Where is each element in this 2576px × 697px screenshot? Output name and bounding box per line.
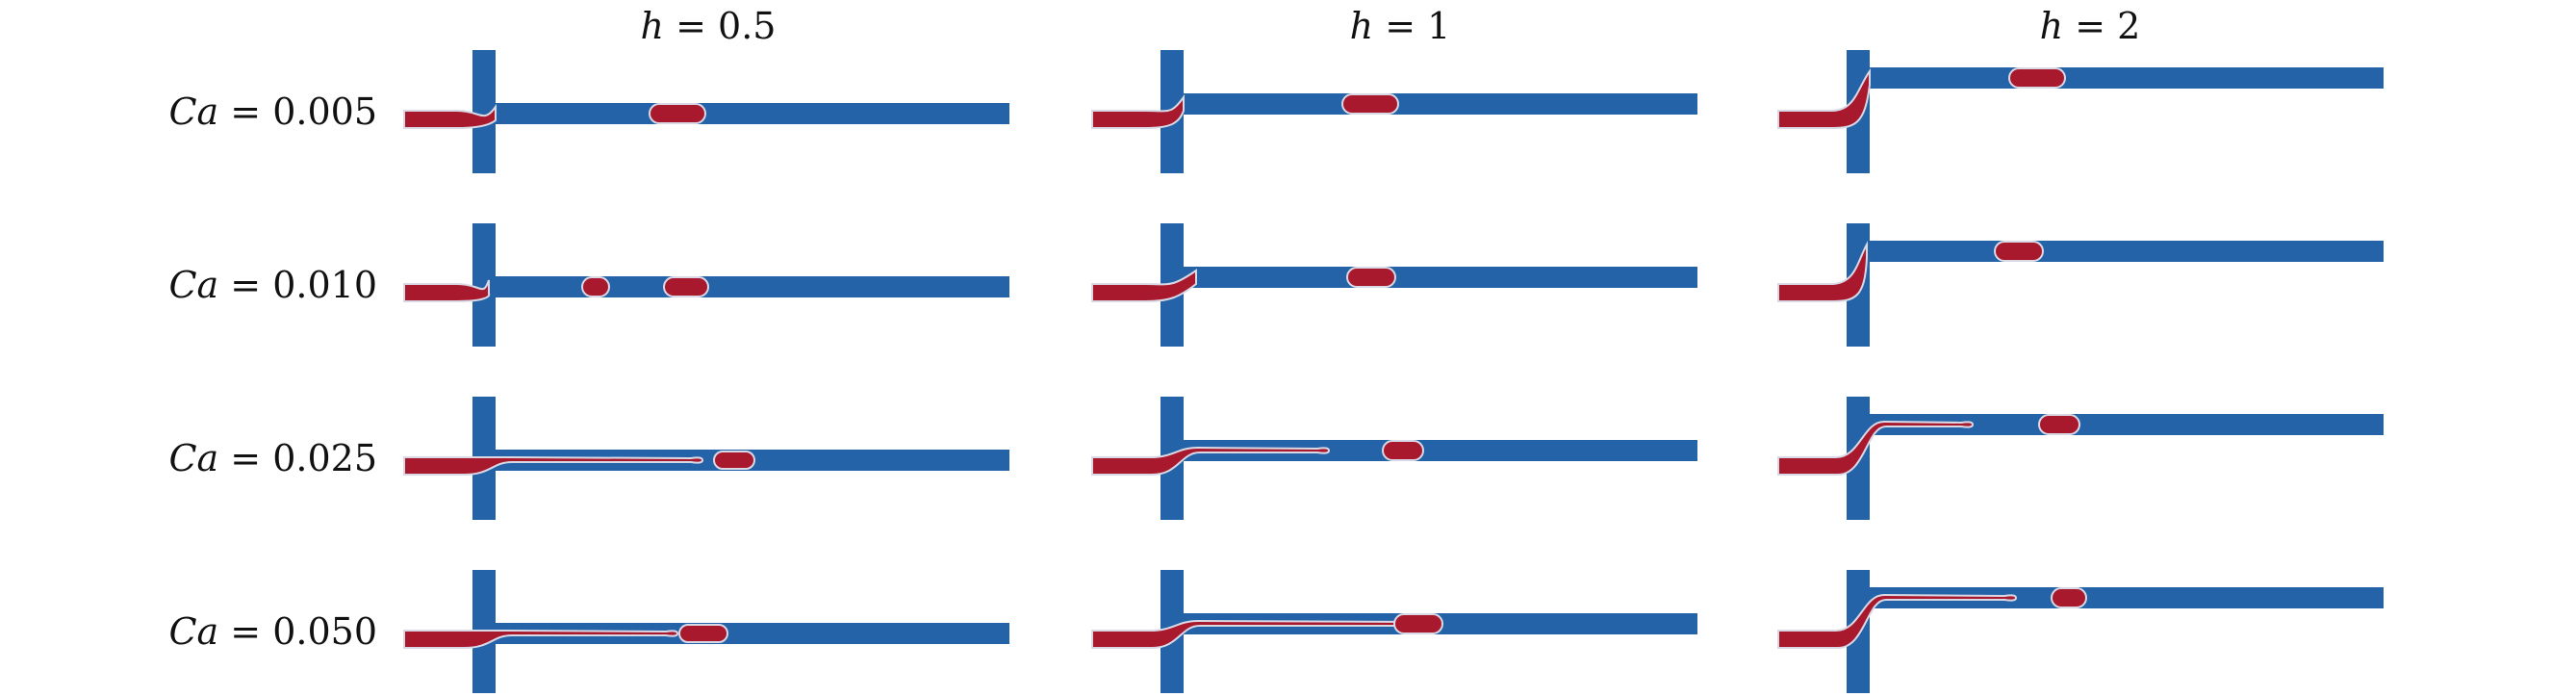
column-label-h-1: h = 1 bbox=[1350, 5, 1451, 47]
row-label-ca-0.050: Ca = 0.050 bbox=[168, 610, 377, 653]
droplet-r2-c1-0 bbox=[1382, 440, 1424, 461]
main-channel-r1-c0 bbox=[472, 276, 1009, 297]
droplet-r1-c1-0 bbox=[1346, 267, 1396, 288]
column-label-h-2: h = 2 bbox=[2040, 5, 2141, 47]
droplet-r2-c0-0 bbox=[713, 451, 755, 470]
inlet-thread-r1-c2 bbox=[1777, 241, 1868, 302]
main-channel-r1-c2 bbox=[1847, 241, 2384, 262]
main-channel-r1-c1 bbox=[1160, 267, 1697, 288]
main-channel-r3-c0 bbox=[472, 623, 1009, 644]
main-channel-r2-c1 bbox=[1160, 440, 1697, 461]
droplet-r3-c0-0 bbox=[678, 624, 728, 643]
inlet-thread-r1-c1 bbox=[1091, 269, 1197, 302]
inlet-thread-r1-c0 bbox=[403, 279, 491, 302]
main-channel-r0-c2 bbox=[1847, 67, 2384, 89]
inlet-thread-r2-c0 bbox=[403, 455, 704, 476]
main-channel-r0-c1 bbox=[1160, 93, 1697, 115]
droplet-r1-c0-0 bbox=[581, 276, 610, 297]
droplet-r2-c2-0 bbox=[2038, 414, 2080, 435]
droplet-r0-c1-0 bbox=[1341, 93, 1399, 115]
row-label-ca-0.005: Ca = 0.005 bbox=[168, 90, 377, 133]
row-label-ca-0.025: Ca = 0.025 bbox=[168, 437, 377, 479]
main-channel-r2-c2 bbox=[1847, 414, 2384, 435]
panel-grid bbox=[403, 50, 2384, 693]
inlet-thread-r2-c2 bbox=[1777, 420, 1975, 476]
droplet-r3-c2-0 bbox=[2051, 587, 2087, 608]
droplet-r1-c2-0 bbox=[1994, 241, 2044, 262]
droplet-r0-c2-0 bbox=[2008, 67, 2066, 89]
row-label-ca-0.010: Ca = 0.010 bbox=[168, 264, 377, 306]
column-label-h-0.5: h = 0.5 bbox=[641, 5, 777, 47]
droplet-r1-c0-1 bbox=[663, 276, 709, 297]
inlet-thread-r0-c2 bbox=[1777, 67, 1871, 129]
inlet-thread-r0-c1 bbox=[1091, 93, 1185, 129]
droplet-r3-c1-0 bbox=[1393, 613, 1443, 634]
droplet-r0-c0-0 bbox=[649, 103, 706, 124]
main-channel-r0-c0 bbox=[472, 103, 1009, 124]
inlet-thread-r3-c2 bbox=[1777, 593, 2018, 649]
inlet-thread-r3-c0 bbox=[403, 630, 679, 649]
inlet-thread-r0-c0 bbox=[403, 103, 497, 129]
main-channel-r3-c2 bbox=[1847, 587, 2384, 608]
inlet-thread-r2-c1 bbox=[1091, 446, 1331, 476]
